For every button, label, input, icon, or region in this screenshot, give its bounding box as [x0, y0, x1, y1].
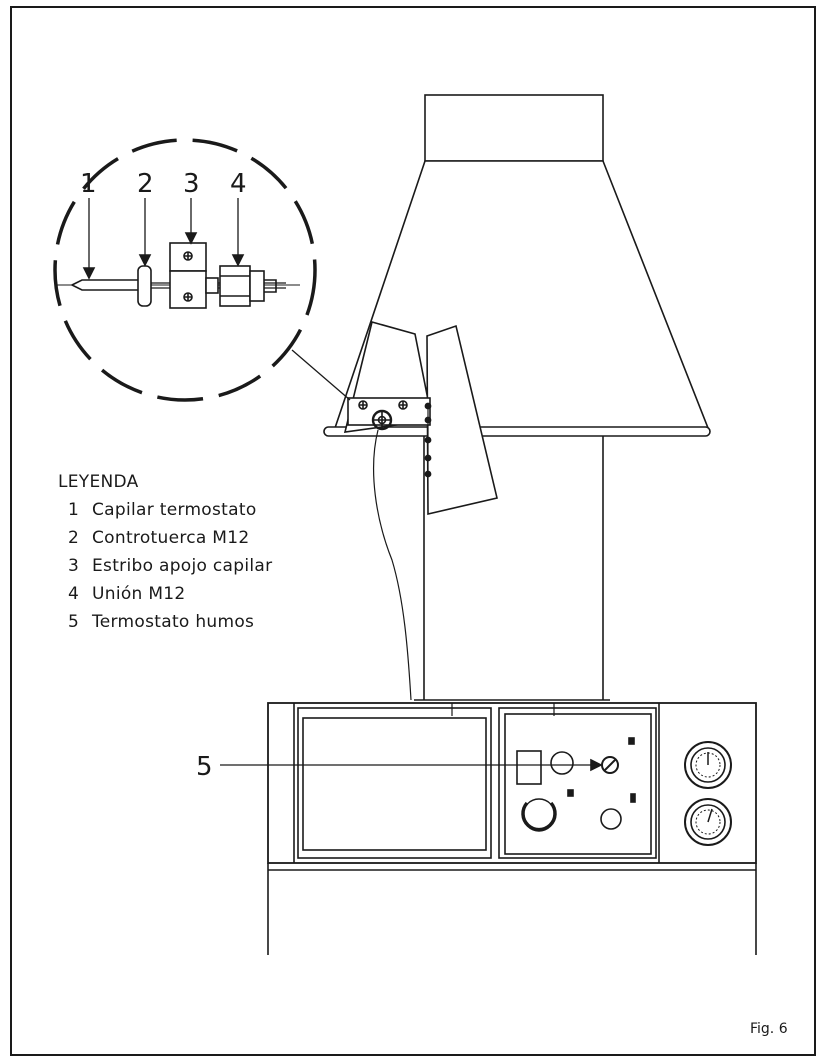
- callout-5-label: 5: [196, 752, 213, 782]
- detail-magnifier: [53, 138, 351, 402]
- legend-title: LEYENDA: [58, 472, 139, 492]
- capillary-detail: [57, 198, 300, 309]
- callout-5-arrow: [220, 758, 603, 772]
- capillary-wire: [373, 429, 412, 701]
- legend-item-4-number: 4: [68, 584, 79, 604]
- legend-item-4-text: Unión M12: [92, 584, 186, 604]
- legend-item-5-number: 5: [68, 612, 79, 632]
- legend-item-3-text: Estribo apojo capilar: [92, 556, 272, 576]
- page-frame: [10, 6, 816, 1056]
- callout-4-label: 4: [230, 169, 247, 199]
- legend-item-2-number: 2: [68, 528, 79, 548]
- thermostat-bracket: [343, 321, 498, 516]
- legend: LEYENDA 1 Capilar termostato 2 Controtue…: [58, 472, 272, 632]
- figure-label: Fig. 6: [750, 1021, 788, 1037]
- callout-1-label: 1: [80, 169, 97, 199]
- legend-item-2-text: Controtuerca M12: [92, 528, 250, 548]
- boiler-body: [267, 702, 757, 955]
- legend-item-5-text: Termostato humos: [91, 612, 254, 632]
- callout-3-label: 3: [183, 169, 200, 199]
- legend-item-1-text: Capilar termostato: [92, 500, 257, 520]
- callout-2-label: 2: [137, 169, 154, 199]
- legend-item-3-number: 3: [68, 556, 79, 576]
- legend-item-1-number: 1: [68, 500, 79, 520]
